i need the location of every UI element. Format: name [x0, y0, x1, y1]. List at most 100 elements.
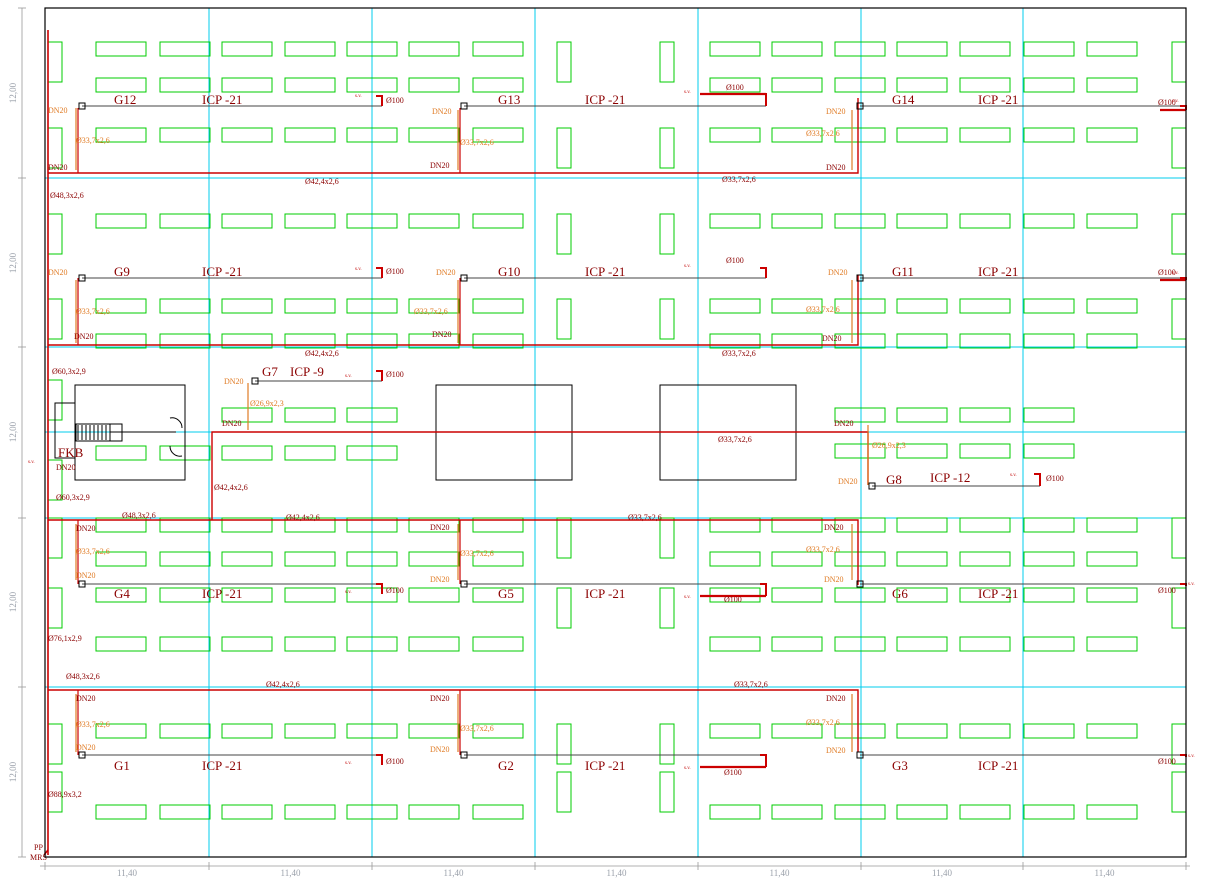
storage-bay — [284, 333, 336, 349]
storage-bay — [834, 723, 886, 739]
storage-bay — [1023, 804, 1075, 820]
storage-bay — [346, 723, 398, 739]
storage-bay — [1086, 298, 1138, 314]
storage-bay — [1023, 127, 1075, 143]
dn20-label: DN20 — [430, 694, 450, 703]
storage-bay — [1086, 517, 1138, 533]
outlet-diameter-label: Ø100 — [386, 586, 404, 595]
safety-valve-label: s.v. — [1188, 754, 1195, 759]
main-pipe-row-3 — [48, 519, 859, 585]
dimension-label: 12,00 — [8, 82, 18, 103]
storage-bay — [159, 551, 211, 567]
storage-bay — [896, 723, 948, 739]
dn20-label: DN20 — [224, 377, 244, 386]
group-label: G2 — [498, 758, 514, 773]
pipe-size-label: Ø33,7x2,6 — [734, 680, 768, 689]
storage-bay — [408, 804, 460, 820]
storage-bay — [1086, 804, 1138, 820]
storage-bay — [159, 298, 211, 314]
storage-bay — [346, 407, 398, 423]
dimension-label: 12,00 — [8, 421, 18, 442]
storage-bay — [221, 517, 273, 533]
storage-bay — [834, 587, 886, 603]
storage-bay — [959, 127, 1011, 143]
dimension-label: 11,40 — [770, 868, 790, 878]
storage-bay-vertical — [659, 213, 675, 255]
storage-bay — [221, 407, 273, 423]
storage-bay — [284, 445, 336, 461]
storage-bay — [834, 636, 886, 652]
storage-bay — [221, 333, 273, 349]
storage-bay — [1023, 517, 1075, 533]
dimension-label: 11,40 — [444, 868, 464, 878]
fkb-entry — [54, 402, 76, 459]
storage-bay — [959, 723, 1011, 739]
storage-bay — [284, 723, 336, 739]
storage-bay — [1086, 41, 1138, 57]
outlet-diameter-label: Ø100 — [1158, 586, 1176, 595]
pipe-size-label: Ø48,3x2,6 — [66, 672, 100, 681]
pipe-size-label: Ø33,7x2,6 — [806, 718, 840, 727]
storage-bay — [959, 551, 1011, 567]
storage-bay — [408, 517, 460, 533]
storage-bay-vertical — [1171, 517, 1187, 559]
dn20-label: DN20 — [222, 419, 242, 428]
pp-label: PP — [34, 843, 43, 852]
storage-bay — [221, 636, 273, 652]
outlet-diameter-label: Ø100 — [386, 267, 404, 276]
storage-bay — [896, 407, 948, 423]
storage-bay — [408, 41, 460, 57]
icp-label: ICP -21 — [585, 758, 625, 773]
pipe-size-label: Ø26,9x2,3 — [250, 399, 284, 408]
icp-label: ICP -21 — [202, 264, 242, 279]
fkb-label: FKB — [58, 445, 84, 460]
icp-label: ICP -21 — [978, 758, 1018, 773]
storage-bay — [221, 804, 273, 820]
dn20-label: DN20 — [430, 523, 450, 532]
pipe-size-label: Ø42,4x2,6 — [214, 483, 248, 492]
door-swing — [169, 417, 183, 429]
storage-bay — [284, 77, 336, 93]
safety-valve-label: s.v. — [684, 595, 691, 600]
storage-bay — [284, 127, 336, 143]
storage-bay-vertical — [659, 723, 675, 765]
storage-bay — [284, 636, 336, 652]
branch-valve — [460, 580, 468, 588]
pipe-size-label: Ø33,7x2,6 — [76, 720, 110, 729]
pipe-size-label: Ø60,3x2,9 — [56, 493, 90, 502]
ventilation-outlet — [376, 95, 383, 106]
safety-valve-label: s.v. — [1010, 473, 1017, 478]
group-label: G7 — [262, 364, 278, 379]
storage-bay-vertical — [659, 298, 675, 340]
storage-bay — [834, 517, 886, 533]
storage-bay-vertical — [556, 298, 572, 340]
safety-valve-label: s.v. — [28, 460, 35, 465]
storage-bay — [95, 587, 147, 603]
storage-bay-vertical — [1171, 771, 1187, 813]
storage-bay — [771, 517, 823, 533]
ventilation-outlet — [760, 754, 767, 767]
dimension-label: 11,40 — [932, 868, 952, 878]
storage-bay — [959, 636, 1011, 652]
storage-bay — [709, 636, 761, 652]
storage-bay — [408, 636, 460, 652]
ventilation-outlet — [1034, 473, 1041, 486]
dn20-label: DN20 — [48, 163, 68, 172]
storage-bay — [959, 333, 1011, 349]
storage-bay — [1086, 636, 1138, 652]
group-label: G11 — [892, 264, 914, 279]
storage-bay — [709, 723, 761, 739]
storage-bay — [346, 127, 398, 143]
storage-bay-vertical — [659, 41, 675, 83]
branch-valve — [460, 274, 468, 282]
storage-bay — [709, 77, 761, 93]
dn20-label: DN20 — [74, 332, 94, 341]
pipe-size-label: Ø42,4x2,6 — [286, 513, 320, 522]
storage-bay-vertical — [47, 517, 63, 559]
storage-bay — [346, 298, 398, 314]
storage-bay — [1086, 551, 1138, 567]
storage-bay — [284, 551, 336, 567]
storage-bay-vertical — [556, 723, 572, 765]
ventilation-outlet — [760, 93, 767, 106]
storage-bay — [221, 77, 273, 93]
